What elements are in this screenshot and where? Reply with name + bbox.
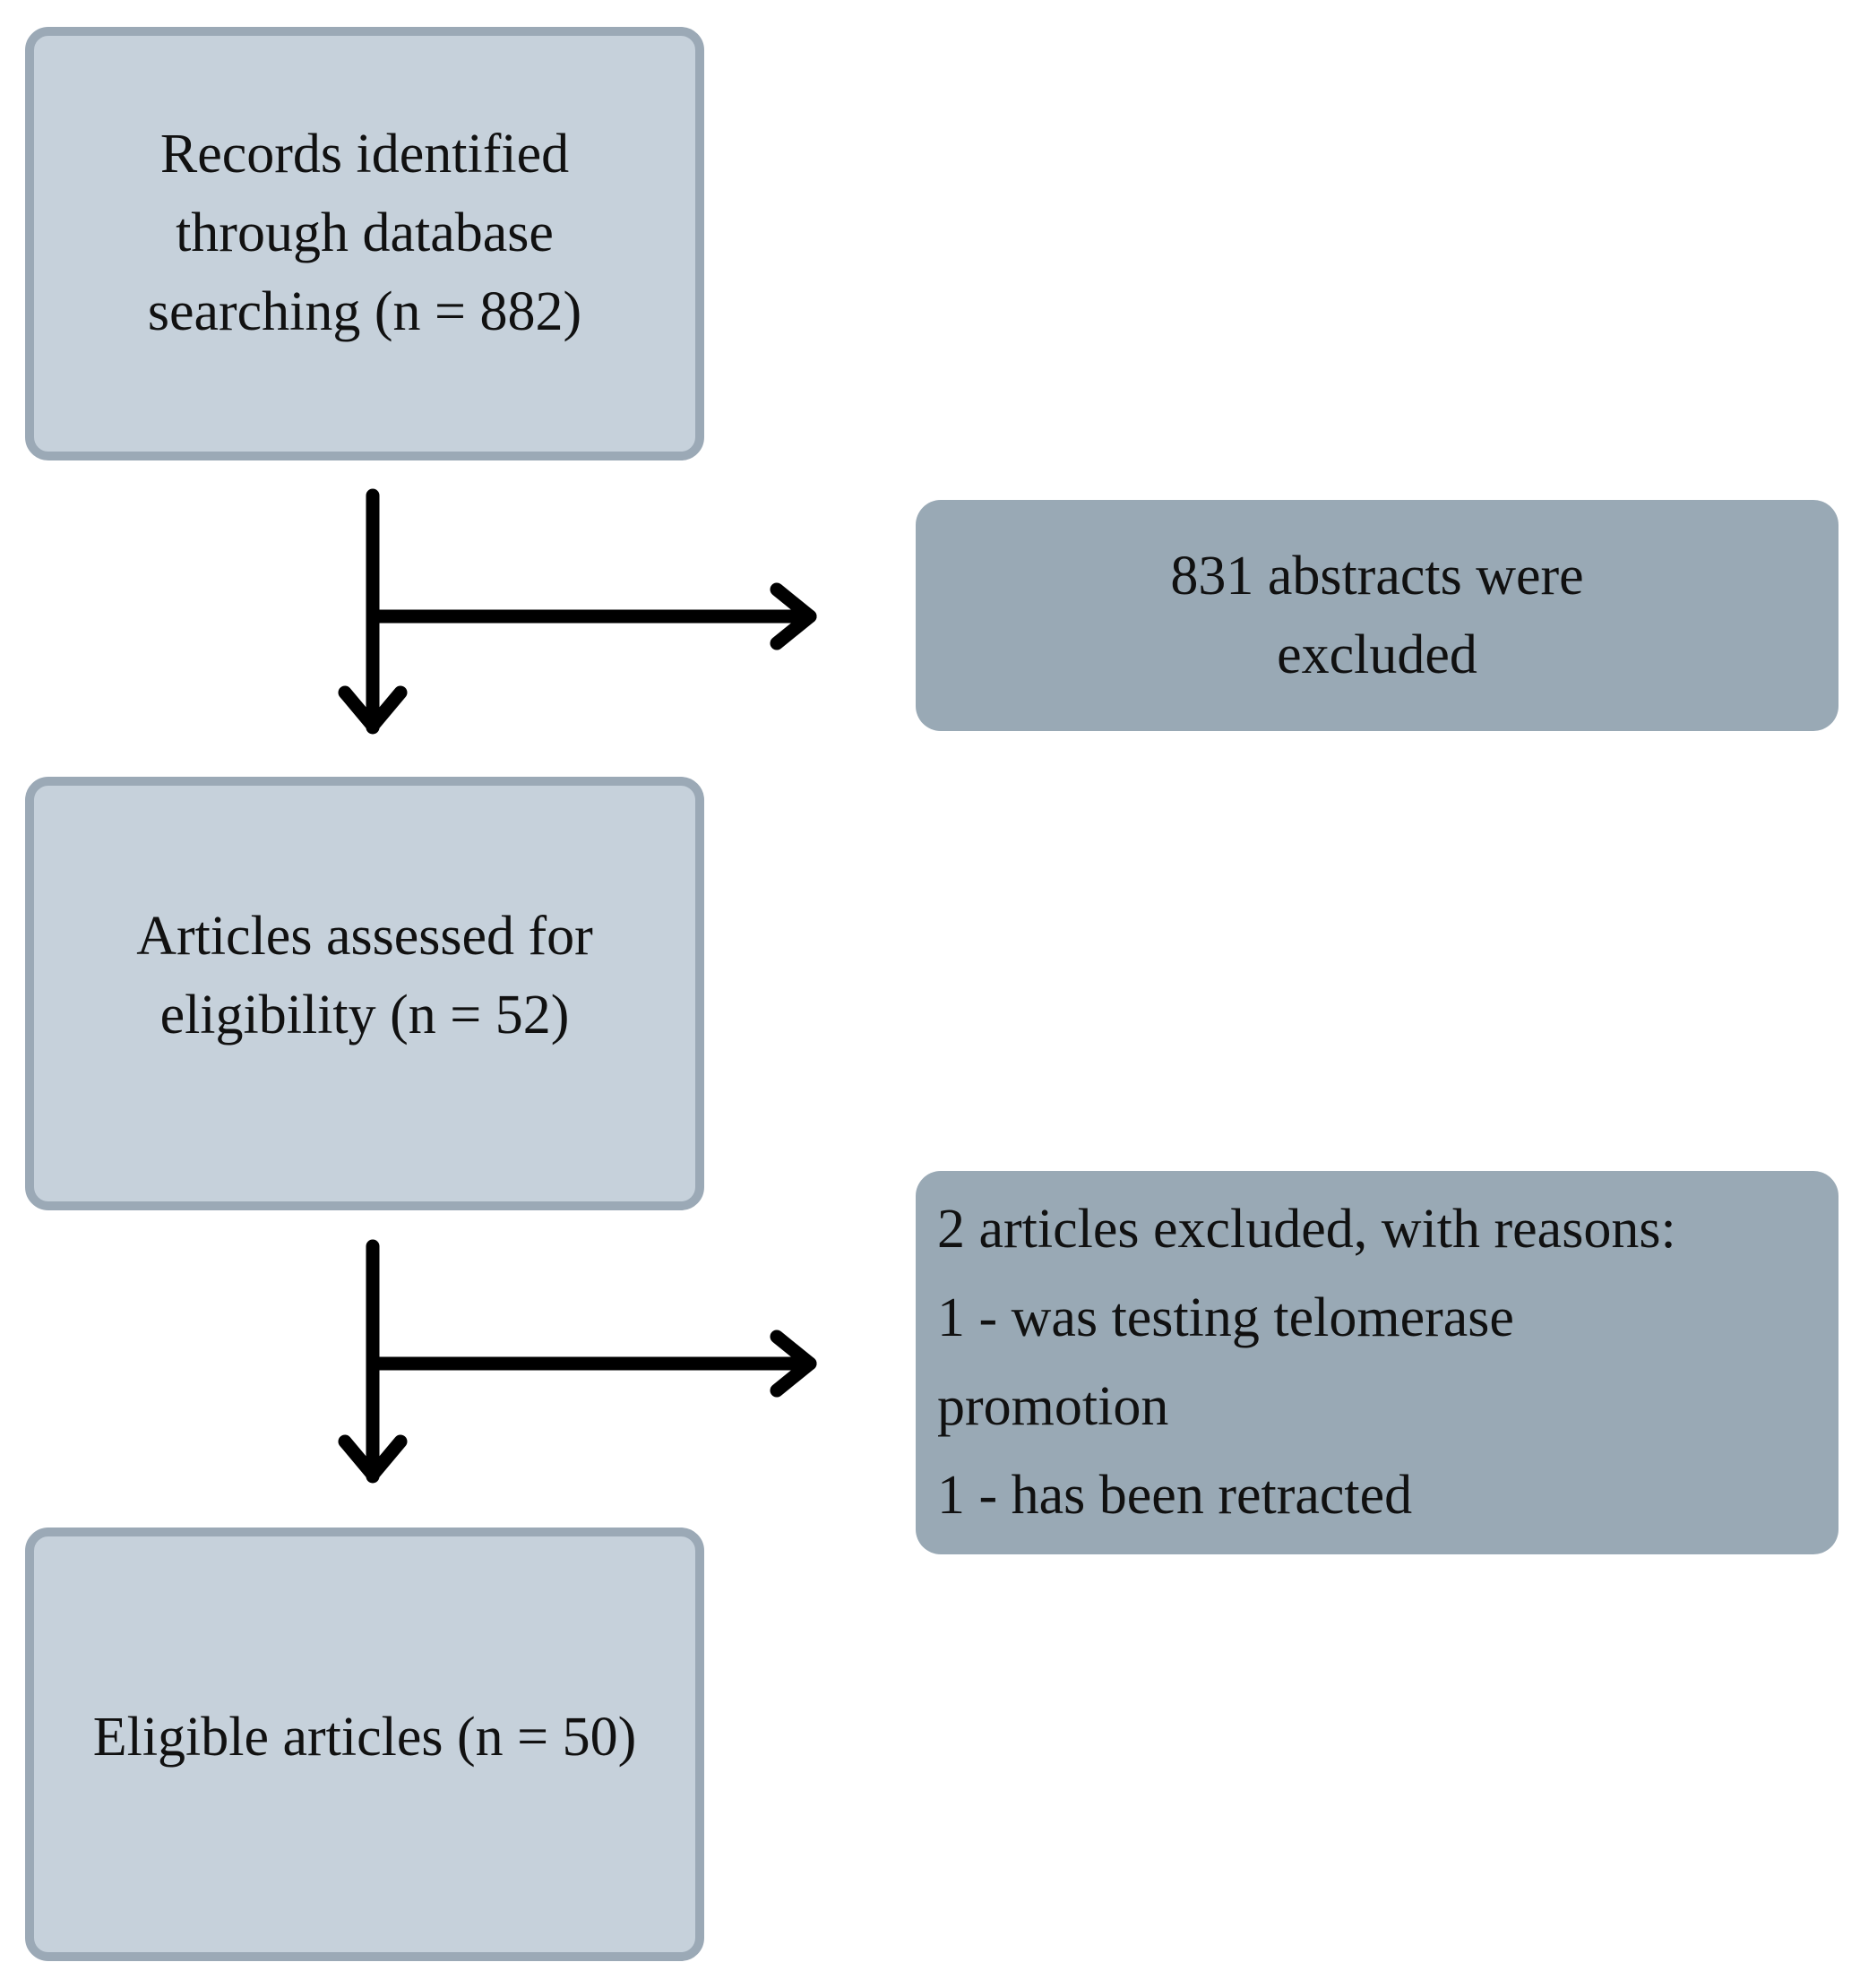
abstracts-excluded-text: 831 abstracts were excluded (1170, 545, 1584, 685)
arrow-right-1 (366, 582, 817, 650)
arrow-right-2 (366, 1330, 817, 1398)
eligible-articles-box: Eligible articles (n = 50) (25, 1528, 704, 1961)
abstracts-excluded-box: 831 abstracts were excluded (916, 500, 1838, 731)
articles-excluded-box: 2 articles excluded, with reasons: 1 - w… (916, 1171, 1838, 1554)
eligible-articles-text: Eligible articles (n = 50) (92, 1706, 637, 1768)
records-identified-text: Records identified through database sear… (147, 123, 582, 343)
articles-assessed-box: Articles assessed for eligibility (n = 5… (25, 777, 704, 1210)
records-identified-box: Records identified through database sear… (25, 27, 704, 460)
articles-excluded-text: 2 articles excluded, with reasons: 1 - w… (937, 1198, 1676, 1527)
articles-assessed-text: Articles assessed for eligibility (n = 5… (136, 905, 593, 1046)
